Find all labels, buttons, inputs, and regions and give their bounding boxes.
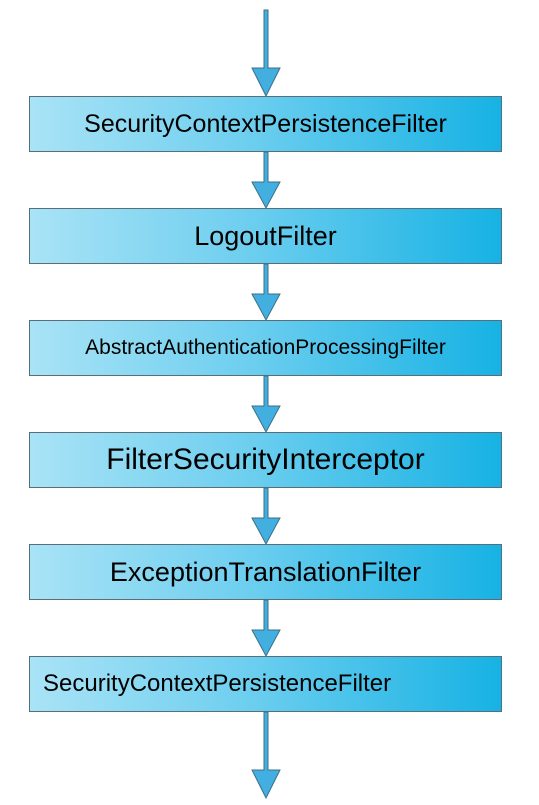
flow-arrow [251,151,281,210]
flow-arrow [251,599,281,658]
filter-box-abstract-authentication-processing: AbstractAuthenticationProcessingFilter [29,320,502,376]
filter-label: LogoutFilter [194,220,337,251]
filter-label: ExceptionTranslationFilter [109,556,422,587]
filter-box-logout: LogoutFilter [29,208,502,264]
flow-arrow [251,375,281,434]
filter-box-security-context-persistence-bottom: SecurityContextPersistenceFilter [29,656,502,712]
flow-arrow [251,487,281,546]
incoming-arrow [251,9,281,98]
filter-box-security-context-persistence-top: SecurityContextPersistenceFilter [29,96,502,152]
filter-label: AbstractAuthenticationProcessingFilter [85,336,446,359]
filter-label: SecurityContextPersistenceFilter [43,670,392,697]
filter-box-filter-security-interceptor: FilterSecurityInterceptor [29,432,502,488]
filter-box-exception-translation: ExceptionTranslationFilter [29,544,502,600]
filter-label: FilterSecurityInterceptor [106,443,425,476]
filter-label: SecurityContextPersistenceFilter [84,109,447,138]
flow-arrow [251,263,281,322]
outgoing-arrow [251,711,281,800]
